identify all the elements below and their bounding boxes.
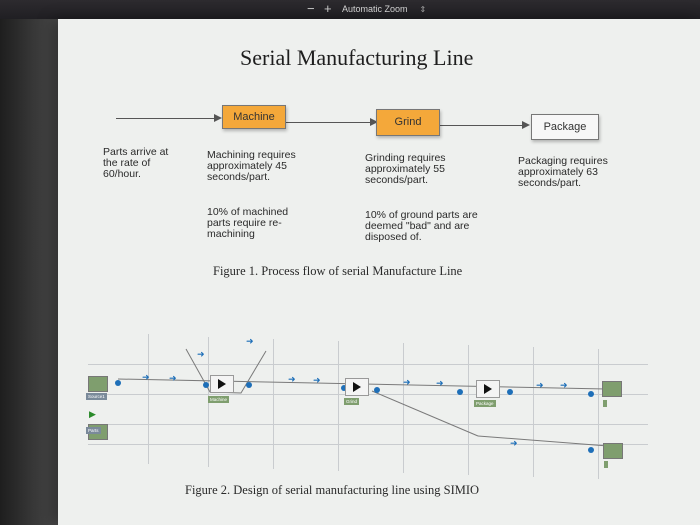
flow-line-3 <box>439 125 525 126</box>
path-arrow-icon: ➜ <box>197 349 205 359</box>
path-arrow-icon: ➜ <box>169 373 177 383</box>
path-arrow-icon: ➜ <box>436 378 444 388</box>
grid-line <box>148 334 149 464</box>
viewer-toolbar: − + Automatic Zoom ⇕ <box>0 0 700 20</box>
simio-label-parts: Parts <box>86 427 101 434</box>
simio-source-icon[interactable] <box>88 376 108 392</box>
simio-label-package: Package <box>474 400 496 407</box>
simio-node[interactable] <box>457 389 463 395</box>
simio-package-server[interactable] <box>476 380 500 398</box>
station-package: Package <box>531 114 599 140</box>
grid-line <box>338 341 339 471</box>
path-arrow-icon: ➜ <box>246 336 254 346</box>
simio-dispose-icon[interactable] <box>603 443 623 459</box>
simio-node[interactable] <box>374 387 380 393</box>
document-page: Serial Manufacturing Line Machine Grind … <box>58 19 700 525</box>
path-arrow-icon: ➜ <box>142 372 150 382</box>
station-machine: Machine <box>222 105 286 129</box>
note-machining: Machining requires approximately 45 seco… <box>207 149 296 183</box>
viewer-background <box>0 19 58 525</box>
note-packaging: Packaging requires approximately 63 seco… <box>518 155 608 189</box>
simio-dispose-label <box>604 461 608 468</box>
figure2-caption: Figure 2. Design of serial manufacturing… <box>185 483 480 497</box>
path-arrow-icon: ➜ <box>403 377 411 387</box>
grid-line <box>273 339 274 469</box>
flow-line-1 <box>116 118 216 119</box>
path-arrow-icon: ➜ <box>560 380 568 390</box>
grid-line <box>88 424 648 425</box>
path-arrow-icon: ➜ <box>288 374 296 384</box>
path-arrow-icon: ➜ <box>536 380 544 390</box>
station-grind: Grind <box>376 109 440 136</box>
simio-machine-server[interactable] <box>210 375 234 393</box>
arrow-icon <box>522 121 530 129</box>
play-icon <box>484 384 492 394</box>
simio-sink-icon[interactable] <box>602 381 622 397</box>
simio-node[interactable] <box>507 389 513 395</box>
play-icon <box>218 379 226 389</box>
zoom-select[interactable]: Automatic Zoom ⇕ <box>336 2 432 16</box>
grid-line <box>533 347 534 477</box>
page-title: Serial Manufacturing Line <box>240 45 474 70</box>
simio-label-machine: Machine <box>208 396 230 403</box>
simio-sink-label <box>603 400 607 407</box>
simio-node[interactable] <box>115 380 121 386</box>
arrow-icon <box>214 114 222 122</box>
figure1-caption: Figure 1. Process flow of serial Manufac… <box>213 264 463 278</box>
simio-node[interactable] <box>588 391 594 397</box>
zoom-select-value: Automatic Zoom <box>342 4 408 14</box>
note-defects: 10% of ground parts are deemed "bad" and… <box>365 209 478 243</box>
play-icon <box>353 382 361 392</box>
note-arrival: Parts arrive at the rate of 60/hour. <box>103 146 169 180</box>
note-rework: 10% of machined parts require re-machini… <box>207 206 289 240</box>
note-grinding: Grinding requires approximately 55 secon… <box>365 152 446 186</box>
zoom-in-button[interactable]: + <box>324 1 332 16</box>
flow-line-2 <box>286 122 374 123</box>
path-arrow-icon: ➜ <box>510 438 518 448</box>
simio-node[interactable] <box>588 447 594 453</box>
simio-node[interactable] <box>341 385 347 391</box>
simio-label-source: Source1 <box>86 393 107 400</box>
simio-label-grind: Grind <box>344 398 360 405</box>
grid-line <box>88 364 648 365</box>
simio-node[interactable] <box>203 382 209 388</box>
grid-line <box>598 349 599 479</box>
grid-line <box>468 345 469 475</box>
grid-line <box>403 343 404 473</box>
chevron-updown-icon: ⇕ <box>419 5 427 14</box>
path-arrow-icon: ➜ <box>313 375 321 385</box>
arrow-icon <box>370 118 378 126</box>
grid-line <box>88 444 648 445</box>
simio-node[interactable] <box>246 382 252 388</box>
play-icon: ▶ <box>89 409 96 419</box>
zoom-out-button[interactable]: − <box>307 1 315 16</box>
simio-grind-server[interactable] <box>345 378 369 396</box>
